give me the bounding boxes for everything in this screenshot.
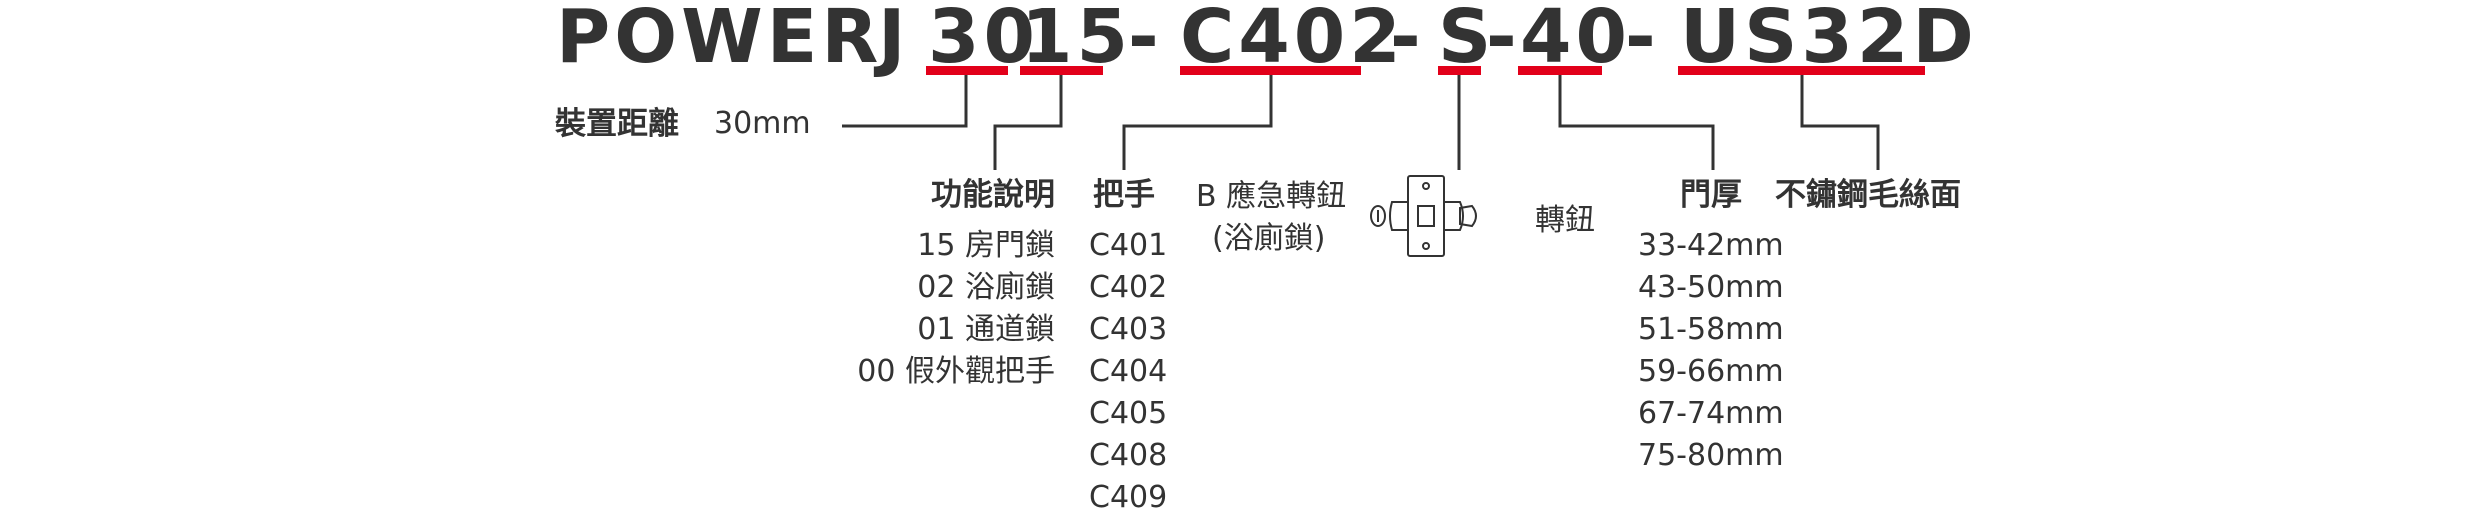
- lock-diagram-icon: [1370, 175, 1477, 257]
- door-list: 33-42mm 43-50mm 51-58mm 59-66mm 67-74mm …: [1638, 225, 1784, 477]
- code-emergency: S: [1438, 0, 1496, 80]
- list-item: C402: [1089, 270, 1168, 305]
- code-brand: POWER: [556, 0, 883, 80]
- code-thickness: 40: [1520, 0, 1631, 80]
- list-item: 00 假外觀把手: [857, 354, 1055, 389]
- handle-header: 把手: [1093, 177, 1155, 213]
- distance-value: 30mm: [714, 106, 811, 141]
- list-item: C408: [1089, 438, 1168, 473]
- underline-handle: [1180, 66, 1361, 75]
- code-distance-digits: 30: [928, 0, 1039, 80]
- underline-thickness: [1518, 66, 1602, 75]
- connector-finish: [1800, 75, 1880, 170]
- code-series-letter: J: [878, 0, 910, 80]
- list-item: 75-80mm: [1638, 438, 1784, 473]
- code-separator: -: [1486, 0, 1521, 80]
- underline-distance: [926, 66, 1008, 75]
- list-item: C401: [1089, 228, 1168, 263]
- connector-handle: [1122, 75, 1273, 170]
- code-finish: US32D: [1680, 0, 1978, 80]
- list-item: C403: [1089, 312, 1168, 347]
- code-separator: -: [1128, 0, 1163, 80]
- list-item: 59-66mm: [1638, 354, 1784, 389]
- turn-label: 轉鈕: [1535, 203, 1595, 238]
- list-item: C409: [1089, 480, 1168, 515]
- door-header: 門厚: [1680, 177, 1742, 213]
- list-item: 01 通道鎖: [917, 312, 1055, 347]
- underline-finish: [1678, 66, 1925, 75]
- code-handle: C402: [1180, 0, 1405, 80]
- list-item: 51-58mm: [1638, 312, 1784, 347]
- list-item: 02 浴廁鎖: [917, 270, 1055, 305]
- list-item: 67-74mm: [1638, 396, 1784, 431]
- list-item: 43-50mm: [1638, 270, 1784, 305]
- code-function-digits: 15: [1021, 0, 1132, 80]
- connector-function: [993, 75, 1063, 170]
- underline-function: [1020, 66, 1103, 75]
- connector-distance: [842, 75, 968, 128]
- connector-thickness: [1558, 75, 1715, 170]
- code-separator: -: [1625, 0, 1660, 80]
- list-item: C404: [1089, 354, 1168, 389]
- finish-header: 不鏽鋼毛絲面: [1775, 177, 1961, 213]
- distance-label: 裝置距離: [555, 106, 679, 142]
- emergency-label: B 應急轉鈕: [1196, 179, 1347, 214]
- function-list: 15 房門鎖 02 浴廁鎖 01 通道鎖 00 假外觀把手: [780, 225, 1055, 393]
- list-item: C405: [1089, 396, 1168, 431]
- code-separator: -: [1390, 0, 1425, 80]
- underline-emergency: [1438, 66, 1481, 75]
- list-item: 15 房門鎖: [917, 228, 1055, 263]
- connector-lines: [842, 75, 1880, 170]
- handle-list: C401 C402 C403 C404 C405 C408 C409: [1089, 225, 1167, 519]
- function-header: 功能說明: [931, 177, 1055, 213]
- emergency-sublabel: (浴廁鎖): [1212, 221, 1326, 256]
- list-item: 33-42mm: [1638, 228, 1784, 263]
